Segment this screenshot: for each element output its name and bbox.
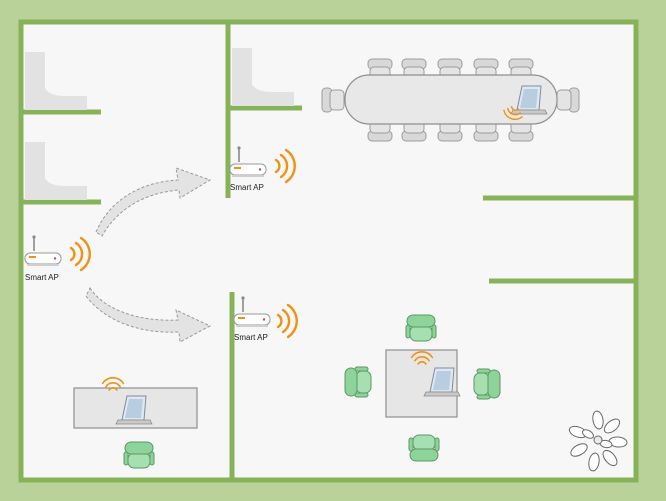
plant-icon	[568, 410, 628, 472]
arrow-to-upper-ap	[95, 167, 212, 237]
access-point-label: Smart AP	[234, 333, 268, 342]
access-point-lower[interactable]: Smart AP	[233, 295, 298, 342]
arrow-to-lower-ap	[85, 286, 212, 343]
access-point-label: Smart AP	[25, 273, 59, 282]
access-point-upper[interactable]: Smart AP	[229, 145, 296, 192]
access-point-left[interactable]: Smart AP	[24, 234, 91, 282]
walls	[18, 19, 639, 483]
access-point-label: Smart AP	[230, 183, 264, 192]
